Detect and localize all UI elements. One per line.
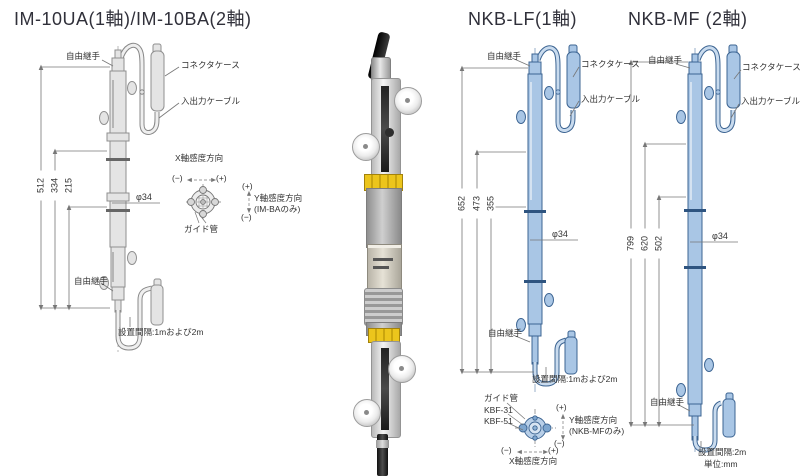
nkb-mf-probe-drawing <box>676 44 741 453</box>
nkb-mf-dim-middle: 620 <box>640 228 650 259</box>
nkb-label-y-note: (NKB-MFのみ) <box>569 426 625 436</box>
im-compass <box>186 177 252 224</box>
nkb-lf-connector-case <box>566 44 581 109</box>
nkb-label-y-plus: (+) <box>556 402 567 412</box>
im-dim-inner: 215 <box>64 170 74 201</box>
nkb-lf-label-io-cable: 入出力ケーブル <box>581 94 640 104</box>
title-nkb-mf: NKB-MF (2軸) <box>628 9 748 29</box>
im-label-io-cable: 入出力ケーブル <box>181 96 240 106</box>
im-label-guide-pipe: ガイド管 <box>184 224 219 234</box>
nkb-label-x-plus: (+) <box>548 445 559 455</box>
photo-guide-wheel <box>353 399 381 427</box>
nkb-mf-label-install-note: 設置間隔:2m <box>698 447 747 457</box>
nkb-lf-label-install-note: 設置間隔:1mおよび2m <box>532 374 618 384</box>
im-label-y-minus: (−) <box>241 212 252 222</box>
nkb-mf-cable-end <box>722 392 736 438</box>
im-cable-bottom <box>115 285 153 351</box>
nkb-label-y-minus: (−) <box>554 438 565 448</box>
nkb-compass <box>506 402 566 455</box>
nkb-mf-dim-overall: 799 <box>626 228 636 259</box>
title-nkb-lf: NKB-LF(1軸) <box>468 9 578 29</box>
im-label-free-joint-top: 自由継手 <box>66 51 101 61</box>
photo-nameplate-text <box>373 258 393 261</box>
photo-guide-wheel <box>394 87 422 115</box>
photo-bottom-collar <box>376 440 389 448</box>
nkb-label-guide-pipe: ガイド管 <box>484 393 519 403</box>
nkb-lf-dim-overall: 652 <box>457 188 467 219</box>
nkb-lf-cable-bottom <box>532 337 567 387</box>
nkb-mf-connector-case <box>726 44 741 109</box>
im-label-free-joint-bottom: 自由継手 <box>74 276 109 286</box>
photo-nameplate-text <box>373 266 389 269</box>
nkb-lf-probe-drawing <box>516 44 581 392</box>
nkb-lf-dim-middle: 473 <box>472 188 482 219</box>
im-label-y-plus: (+) <box>242 181 253 191</box>
im-dim-overall: 512 <box>36 170 46 201</box>
im-probe-drawing <box>99 42 165 352</box>
title-im: IM-10UA(1軸)/IM-10BA(2軸) <box>14 9 252 29</box>
nkb-mf-label-free-joint-top: 自由継手 <box>648 55 683 65</box>
nkb-lf-label-connector-case: コネクタケース <box>581 59 640 69</box>
nkb-mf-cable-bottom <box>692 400 722 453</box>
nkb-label-x-axis: X軸感度方向 <box>509 456 558 466</box>
nkb-lf-label-free-joint-top: 自由継手 <box>487 51 522 61</box>
im-label-x-minus: (−) <box>172 173 183 183</box>
nkb-lf-cable-end <box>564 330 578 375</box>
nkb-label-y-axis: Y軸感度方向 <box>569 415 618 425</box>
nkb-lf-dim-diameter: φ34 <box>552 229 568 239</box>
im-label-connector-case: コネクタケース <box>181 60 240 70</box>
im-dim-middle: 334 <box>50 170 60 201</box>
im-label-y-axis: Y軸感度方向 <box>254 193 303 203</box>
im-dim-diameter: φ34 <box>136 192 152 202</box>
photo-guide-wheel <box>352 133 380 161</box>
im-cable-top <box>118 42 160 135</box>
nkb-lf-cable-top <box>535 45 576 133</box>
nkb-lf-dimensions <box>459 57 580 375</box>
im-label-install-note: 設置間隔:1mおよび2m <box>118 327 204 337</box>
nkb-label-guide-model-1: KBF-31 <box>484 405 513 415</box>
im-label-y-note: (IM-BAのみ) <box>254 204 301 214</box>
nkb-label-guide-model-2: KBF-51 <box>484 416 513 426</box>
nkb-lf-label-free-joint-bottom: 自由継手 <box>488 328 523 338</box>
nkb-mf-cable-top <box>695 45 736 133</box>
nkb-mf-dim-diameter: φ34 <box>712 231 728 241</box>
im-cable-end <box>150 278 164 326</box>
nkb-mf-dim-inner: 502 <box>654 228 664 259</box>
probe-photo <box>335 30 460 476</box>
photo-pivot <box>385 128 394 137</box>
nkb-mf-label-connector-case: コネクタケース <box>742 62 800 72</box>
photo-bottom-rod <box>377 434 388 476</box>
im-connector-case <box>150 43 165 112</box>
unit-note: 単位:mm <box>704 459 738 469</box>
im-label-x-axis: X軸感度方向 <box>175 153 224 163</box>
photo-lower-slot <box>381 348 389 430</box>
nkb-mf-label-free-joint-bottom: 自由継手 <box>650 397 685 407</box>
im-label-x-plus: (+) <box>216 173 227 183</box>
nkb-lf-dim-inner: 355 <box>486 188 496 219</box>
nkb-mf-label-io-cable: 入出力ケーブル <box>741 96 800 106</box>
photo-ribbed-sleeve <box>364 288 403 326</box>
photo-sensor-body <box>366 188 402 248</box>
nkb-label-x-minus: (−) <box>501 445 512 455</box>
photo-guide-wheel <box>388 355 416 383</box>
